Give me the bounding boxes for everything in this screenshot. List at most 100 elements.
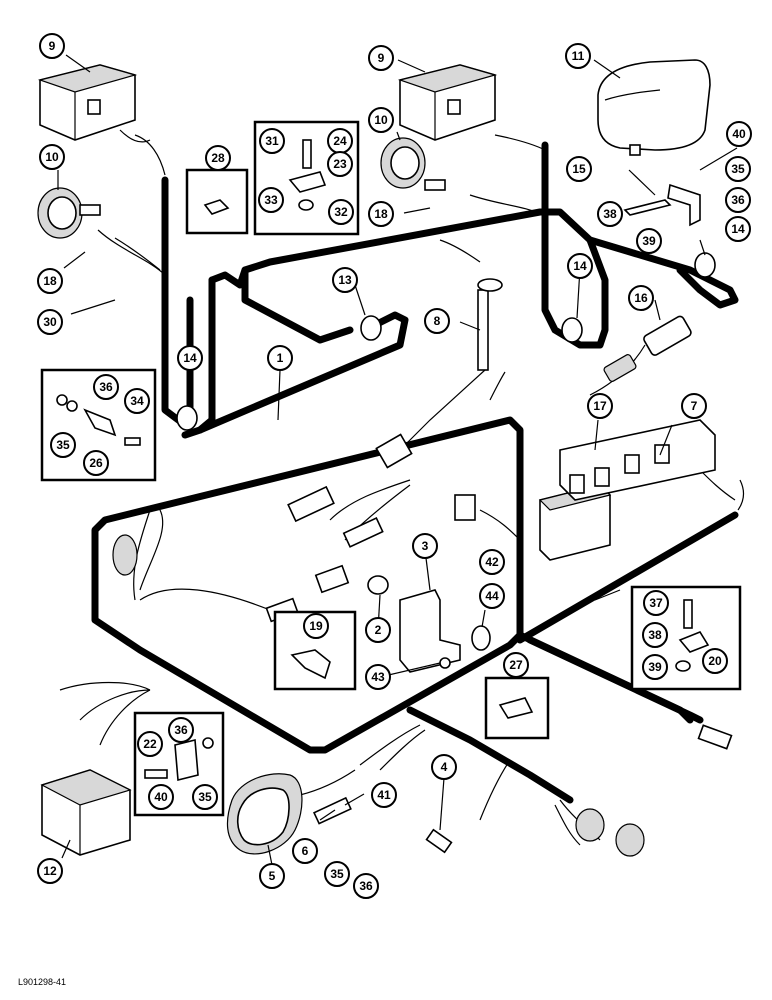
svg-text:3: 3 [422, 539, 429, 553]
svg-text:14: 14 [573, 259, 587, 273]
svg-text:14: 14 [731, 222, 745, 236]
callout-30: 30 [37, 309, 63, 335]
svg-text:5: 5 [269, 869, 276, 883]
svg-text:10: 10 [45, 150, 59, 164]
callout-31: 31 [259, 128, 285, 154]
callout-2: 2 [365, 617, 391, 643]
svg-text:31: 31 [265, 134, 279, 148]
svg-text:44: 44 [485, 589, 499, 603]
beacon-lamp [597, 59, 711, 156]
callout-6: 6 [292, 838, 318, 864]
callout-7: 7 [681, 393, 707, 419]
svg-text:10: 10 [374, 113, 388, 127]
svg-text:22: 22 [143, 737, 157, 751]
svg-text:24: 24 [333, 134, 347, 148]
callout-17: 17 [587, 393, 613, 419]
svg-text:18: 18 [43, 274, 57, 288]
svg-text:16: 16 [634, 291, 648, 305]
svg-text:7: 7 [691, 399, 698, 413]
svg-text:9: 9 [49, 39, 56, 53]
svg-text:30: 30 [43, 315, 57, 329]
callout-26: 26 [83, 450, 109, 476]
svg-text:43: 43 [371, 670, 385, 684]
svg-text:17: 17 [593, 399, 607, 413]
callout-19: 19 [303, 613, 329, 639]
thin-wires [59, 129, 745, 846]
callout-5: 5 [259, 863, 285, 889]
callout-18-left: 18 [37, 268, 63, 294]
battery [40, 769, 132, 856]
callout-35-lower: 35 [192, 784, 218, 810]
callout-16: 16 [628, 285, 654, 311]
svg-text:6: 6 [302, 844, 309, 858]
callout-35-clip: 35 [50, 432, 76, 458]
callout-22: 22 [137, 731, 163, 757]
svg-text:32: 32 [334, 205, 348, 219]
svg-text:33: 33 [264, 193, 278, 207]
svg-text:2: 2 [375, 623, 382, 637]
callout-38-top: 38 [597, 201, 623, 227]
callout-39-top: 39 [636, 228, 662, 254]
svg-text:4: 4 [441, 760, 448, 774]
callout-32: 32 [328, 199, 354, 225]
callout-40-top: 40 [726, 121, 752, 147]
switch-16 [603, 315, 692, 382]
svg-text:38: 38 [648, 628, 662, 642]
svg-text:39: 39 [642, 234, 656, 248]
callout-11: 11 [565, 43, 591, 69]
svg-text:35: 35 [330, 867, 344, 881]
horn-right [380, 137, 446, 191]
callout-27: 27 [503, 652, 529, 678]
callout-36-lower: 36 [168, 717, 194, 743]
callout-14-center: 14 [567, 253, 593, 279]
svg-text:19: 19 [309, 619, 323, 633]
callout-18-right: 18 [368, 201, 394, 227]
callout-14-far-right: 14 [725, 216, 751, 242]
svg-text:41: 41 [377, 788, 391, 802]
callout-10-left: 10 [39, 144, 65, 170]
callout-34: 34 [124, 388, 150, 414]
callouts: 9 9 11 10 10 28 31 24 23 33 32 40 35 15 … [37, 33, 752, 899]
svg-text:23: 23 [333, 157, 347, 171]
detail-box-27 [484, 676, 550, 740]
callout-9-right: 9 [368, 45, 394, 71]
svg-text:26: 26 [89, 456, 103, 470]
svg-text:39: 39 [648, 660, 662, 674]
svg-text:36: 36 [99, 380, 113, 394]
callout-43: 43 [365, 664, 391, 690]
svg-text:20: 20 [708, 654, 722, 668]
callout-39-right: 39 [642, 654, 668, 680]
svg-text:40: 40 [154, 790, 168, 804]
svg-text:35: 35 [198, 790, 212, 804]
svg-text:28: 28 [211, 151, 225, 165]
svg-text:38: 38 [603, 207, 617, 221]
callout-40-lower: 40 [148, 784, 174, 810]
callout-14-left: 14 [177, 345, 203, 371]
callout-9-left: 9 [39, 33, 65, 59]
svg-text:27: 27 [509, 658, 523, 672]
svg-text:36: 36 [174, 723, 188, 737]
fuel-sender [375, 278, 503, 469]
work-lamp-left [37, 64, 138, 141]
svg-text:14: 14 [183, 351, 197, 365]
svg-text:36: 36 [359, 879, 373, 893]
callout-13: 13 [332, 267, 358, 293]
svg-text:36: 36 [731, 193, 745, 207]
callout-1: 1 [267, 345, 293, 371]
svg-text:35: 35 [56, 438, 70, 452]
callout-36-clip: 36 [93, 374, 119, 400]
svg-text:18: 18 [374, 207, 388, 221]
grommets [176, 252, 716, 431]
svg-text:12: 12 [43, 864, 57, 878]
callout-23: 23 [327, 151, 353, 177]
svg-text:42: 42 [485, 555, 499, 569]
callout-38-right: 38 [642, 622, 668, 648]
svg-text:1: 1 [277, 351, 284, 365]
callout-36-bottom: 36 [353, 873, 379, 899]
work-lamp-right [397, 64, 498, 141]
callout-28: 28 [205, 145, 231, 171]
svg-text:15: 15 [572, 162, 586, 176]
callout-37: 37 [643, 590, 669, 616]
drawing-code: L901298-41 [18, 977, 66, 987]
